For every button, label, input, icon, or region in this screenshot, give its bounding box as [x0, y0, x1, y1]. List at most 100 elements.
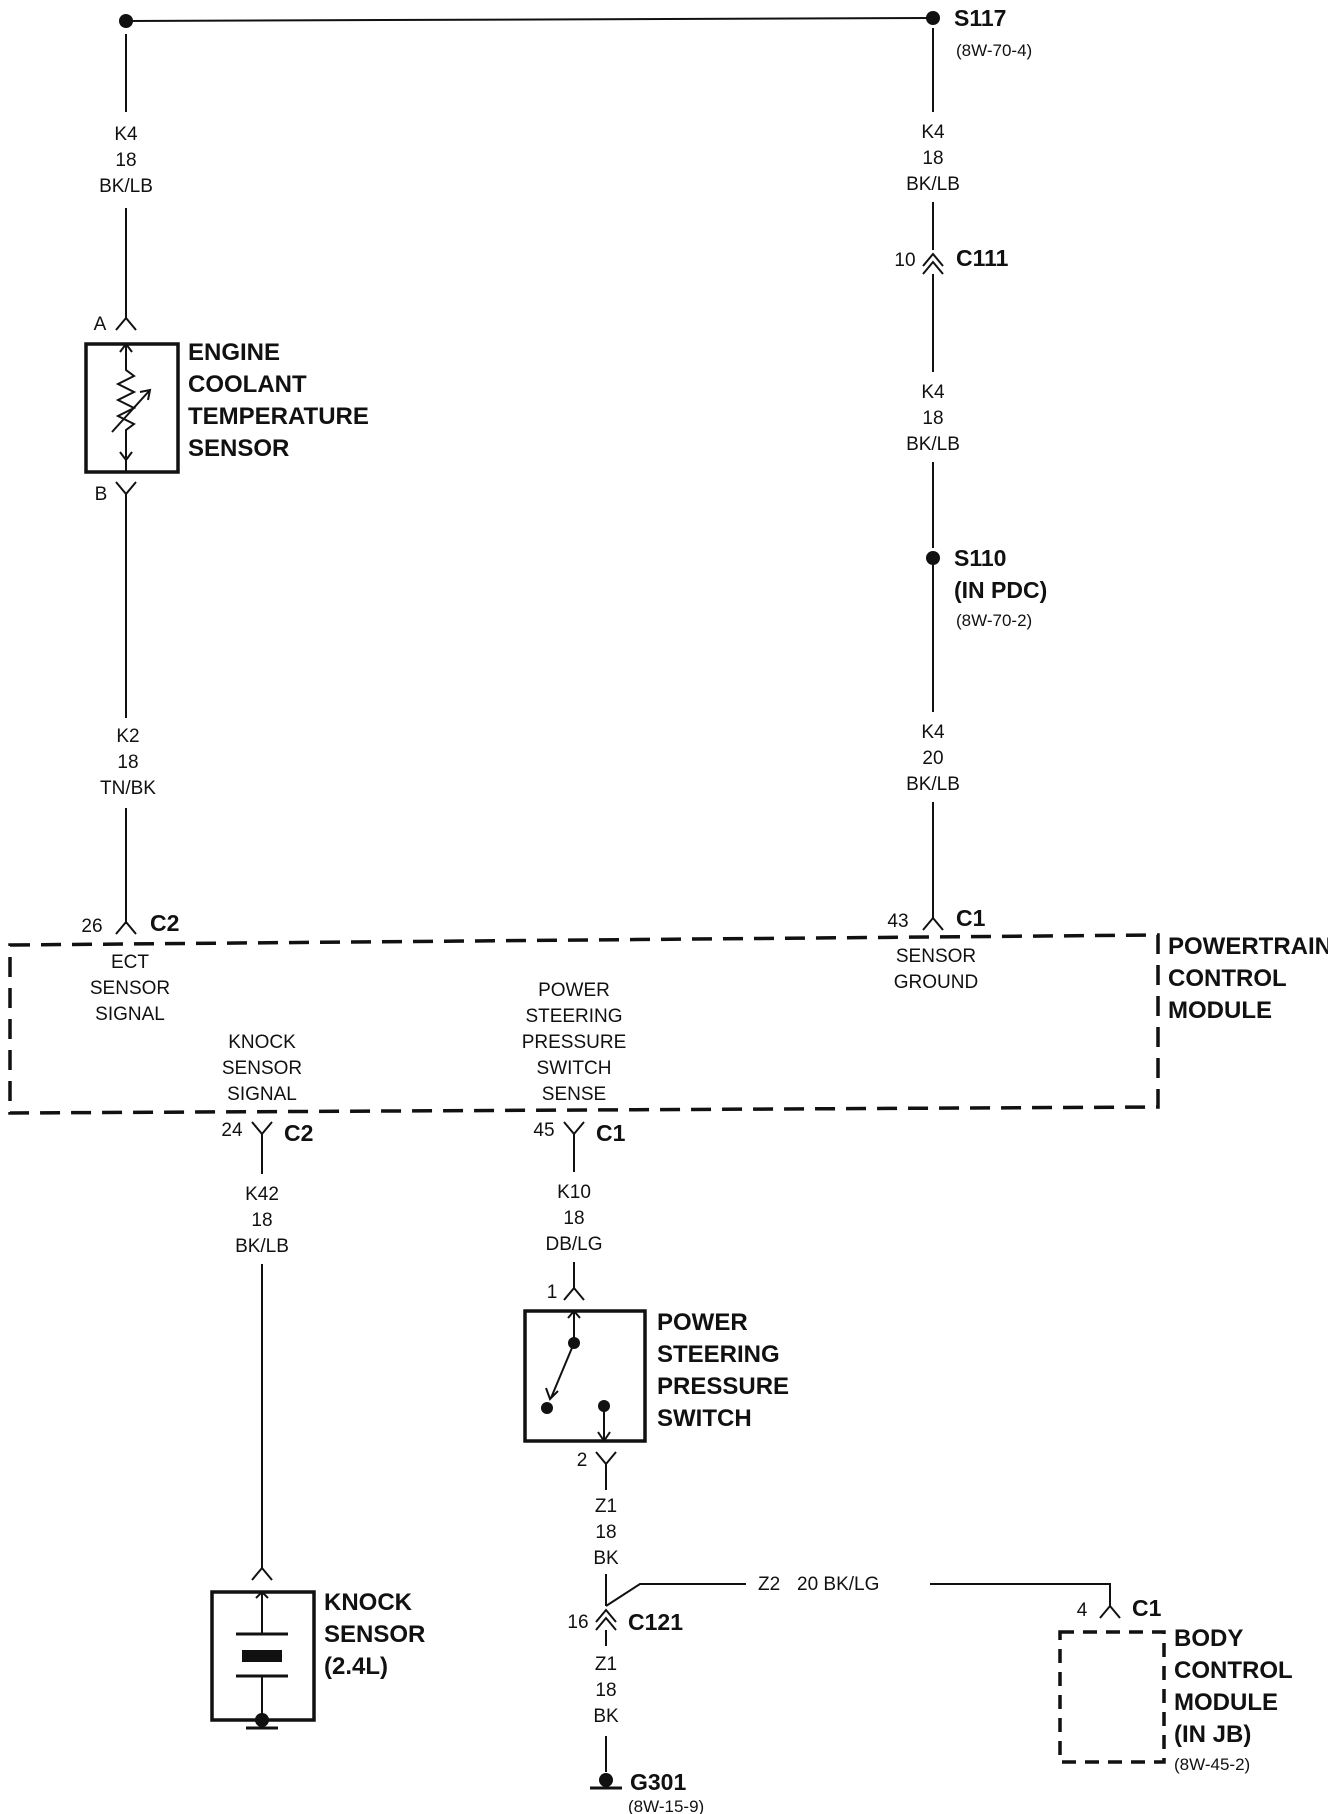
k4-right-top-circuit: K4	[921, 122, 945, 143]
k10-gauge: 18	[563, 1208, 584, 1229]
ps-sense-label-4: SWITCH	[537, 1058, 612, 1079]
pss-pin2-connector	[595, 1451, 617, 1466]
knock-connector	[251, 1566, 273, 1581]
z1-upper-color: BK	[593, 1548, 619, 1569]
s117-splice-dot	[926, 11, 940, 25]
pcm-c1-43-pin: 43	[887, 911, 908, 932]
ect-label-1: ENGINE	[188, 339, 280, 366]
pcm-c1-45-connector	[563, 1121, 585, 1136]
bcm-label-4: (IN JB)	[1174, 1721, 1251, 1748]
k4-right-top-color: BK/LB	[906, 174, 960, 195]
pss-bottom-arrow	[597, 1406, 611, 1443]
pss-label-4: SWITCH	[657, 1405, 752, 1432]
z2-circuit: Z2	[758, 1574, 780, 1595]
k4-right-mid-circuit: K4	[921, 382, 945, 403]
bcm-label-3: MODULE	[1174, 1689, 1278, 1716]
k4-right-low-circuit: K4	[921, 722, 945, 743]
pcm-c2-26-name: C2	[150, 910, 179, 936]
sensor-ground-label-2: GROUND	[894, 972, 978, 993]
pss-label-1: POWER	[657, 1309, 748, 1336]
ect-signal-label-3: SIGNAL	[95, 1004, 165, 1025]
c121-name: C121	[628, 1609, 683, 1635]
k4-left-color: BK/LB	[99, 176, 153, 197]
s110-ref: (8W-70-2)	[956, 611, 1032, 630]
k4-left-circuit: K4	[114, 124, 138, 145]
k4-right-low-color: BK/LB	[906, 774, 960, 795]
k10-circuit: K10	[557, 1182, 591, 1203]
pcm-label-2: CONTROL	[1168, 965, 1287, 992]
bcm-c1-connector	[1099, 1604, 1121, 1619]
z2-spec: 20 BK/LG	[797, 1574, 879, 1595]
z2-wire-to-bcm	[930, 1583, 1111, 1606]
pss-label-3: PRESSURE	[657, 1373, 789, 1400]
pcm-c1-43-connector	[922, 916, 944, 931]
k4-left-gauge: 18	[115, 150, 136, 171]
pss-pin1: 1	[547, 1282, 558, 1303]
z1-upper-circuit: Z1	[595, 1496, 617, 1517]
knock-signal-label-1: KNOCK	[228, 1032, 296, 1053]
s110-label: S110	[954, 545, 1006, 571]
c121-connector	[595, 1608, 617, 1631]
bcm-c1-name: C1	[1132, 1595, 1162, 1621]
sensor-ground-label-1: SENSOR	[896, 946, 976, 967]
top-bus-wire	[125, 17, 933, 22]
s117-label: S117	[954, 5, 1006, 31]
g301-ground-dot	[599, 1773, 613, 1787]
z2-wire	[605, 1583, 746, 1607]
pcm-c1-43-name: C1	[956, 905, 986, 931]
z1-lower-color: BK	[593, 1706, 619, 1727]
pcm-c1-45-name: C1	[596, 1120, 626, 1146]
left-top-splice-dot	[119, 14, 133, 28]
ect-pin-b-arrow	[119, 451, 133, 472]
ect-signal-label-2: SENSOR	[90, 978, 170, 999]
pss-left-contact	[541, 1402, 553, 1414]
c111-pin: 10	[894, 250, 915, 271]
k2-gauge: 18	[117, 752, 138, 773]
bcm-c1-pin: 4	[1077, 1600, 1088, 1621]
c111-name: C111	[956, 245, 1009, 271]
ps-sense-label-3: PRESSURE	[522, 1032, 627, 1053]
thermistor-icon	[115, 358, 137, 458]
pss-pin1-connector	[563, 1286, 585, 1301]
ect-connector-a	[115, 316, 137, 331]
c111-connector	[922, 252, 944, 275]
knock-signal-label-2: SENSOR	[222, 1058, 302, 1079]
z1-upper-gauge: 18	[595, 1522, 616, 1543]
knock-signal-label-3: SIGNAL	[227, 1084, 297, 1105]
thermistor-arrow-icon	[111, 388, 152, 433]
ect-label-4: SENSOR	[188, 435, 289, 462]
ps-sense-label-1: POWER	[538, 980, 610, 1001]
bcm-ref: (8W-45-2)	[1174, 1755, 1250, 1774]
k42-color: BK/LB	[235, 1236, 289, 1257]
pcm-c2-26-connector	[115, 920, 137, 935]
k10-color: DB/LG	[545, 1234, 602, 1255]
bcm-label-2: CONTROL	[1174, 1657, 1293, 1684]
k4-right-low-gauge: 20	[922, 748, 943, 769]
bcm-label-1: BODY	[1174, 1625, 1243, 1652]
ps-switch-box	[523, 1309, 647, 1443]
ect-pin-b: B	[95, 484, 108, 505]
ect-pin-a-arrow	[119, 342, 133, 358]
bcm-outline	[1058, 1630, 1166, 1764]
ect-sensor-box	[84, 342, 180, 474]
pcm-c2-24-pin: 24	[221, 1120, 243, 1141]
g301-ref: (8W-15-9)	[628, 1797, 704, 1814]
ect-label-3: TEMPERATURE	[188, 403, 369, 430]
ps-sense-label-2: STEERING	[525, 1006, 622, 1027]
pss-pin2: 2	[577, 1450, 588, 1471]
g301-name: G301	[630, 1769, 686, 1795]
ect-signal-label-1: ECT	[111, 952, 149, 973]
z1-lower-circuit: Z1	[595, 1654, 617, 1675]
c121-pin: 16	[567, 1612, 588, 1633]
pcm-label-3: MODULE	[1168, 997, 1272, 1024]
pss-switch-blade-icon	[545, 1342, 575, 1401]
knock-label-2: SENSOR	[324, 1621, 425, 1648]
k4-right-mid-color: BK/LB	[906, 434, 960, 455]
ect-connector-b	[115, 481, 137, 496]
k2-circuit: K2	[116, 726, 139, 747]
knock-label-1: KNOCK	[324, 1589, 413, 1616]
pcm-outline	[8, 933, 1160, 1115]
ps-sense-label-5: SENSE	[542, 1084, 606, 1105]
ect-pin-a: A	[94, 314, 107, 335]
